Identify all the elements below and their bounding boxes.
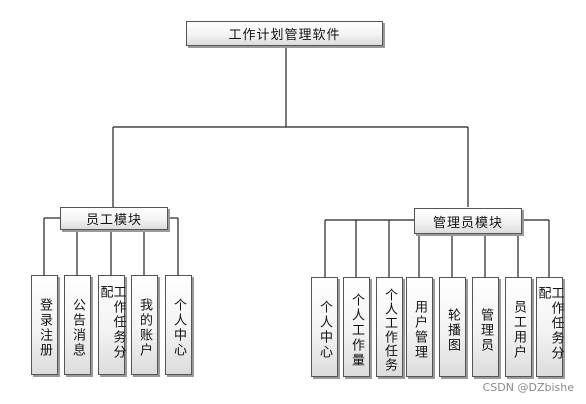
- employee-item-announcements: 公告消息: [64, 275, 91, 375]
- employee-module-label: 员工模块: [85, 213, 142, 228]
- root-node-label: 工作计划管理软件: [228, 28, 341, 43]
- admin-item-employee-users: 员工用户: [505, 277, 532, 377]
- employee-module-node: 员工模块: [60, 207, 168, 230]
- watermark: CSDN @DZbishe: [482, 381, 574, 394]
- employee-item-label: 登录注册: [37, 298, 52, 358]
- admin-item-personal-center: 个人中心: [311, 277, 338, 377]
- admin-item-label: 用户管理: [412, 300, 427, 360]
- employee-item-label: 公告消息: [70, 298, 85, 358]
- admin-module-label: 管理员模块: [432, 215, 503, 231]
- admin-item-label: 管理员: [478, 307, 493, 353]
- admin-item-administrator: 管理员: [472, 277, 499, 377]
- admin-item-label: 个人工作任务: [382, 288, 397, 372]
- root-node: 工作计划管理软件: [186, 21, 383, 46]
- admin-module-node: 管理员模块: [414, 208, 522, 234]
- admin-item-carousel: 轮播图: [439, 277, 466, 377]
- admin-item-label: 个人中心: [317, 300, 332, 360]
- employee-item-personal-center: 个人中心: [165, 275, 192, 375]
- employee-item-label: 个人中心: [171, 298, 186, 358]
- employee-item-task-assignment: 工作任务分配: [97, 275, 126, 375]
- admin-item-label: 轮播图: [445, 307, 460, 353]
- admin-item-personal-tasks: 个人工作任务: [376, 277, 403, 377]
- admin-item-label: 员工用户: [511, 300, 526, 360]
- admin-item-label: 工作任务分配: [535, 286, 564, 361]
- employee-item-my-account: 我的账户: [131, 275, 158, 375]
- employee-item-login-register: 登录注册: [31, 275, 58, 375]
- admin-item-task-assignment: 工作任务分配: [535, 277, 564, 377]
- employee-item-label: 我的账户: [137, 298, 152, 358]
- admin-item-user-management: 用户管理: [406, 277, 433, 377]
- admin-item-personal-workload: 个人工作量: [343, 277, 370, 377]
- admin-item-label: 个人工作量: [349, 292, 364, 368]
- employee-item-label: 工作任务分配: [97, 285, 126, 360]
